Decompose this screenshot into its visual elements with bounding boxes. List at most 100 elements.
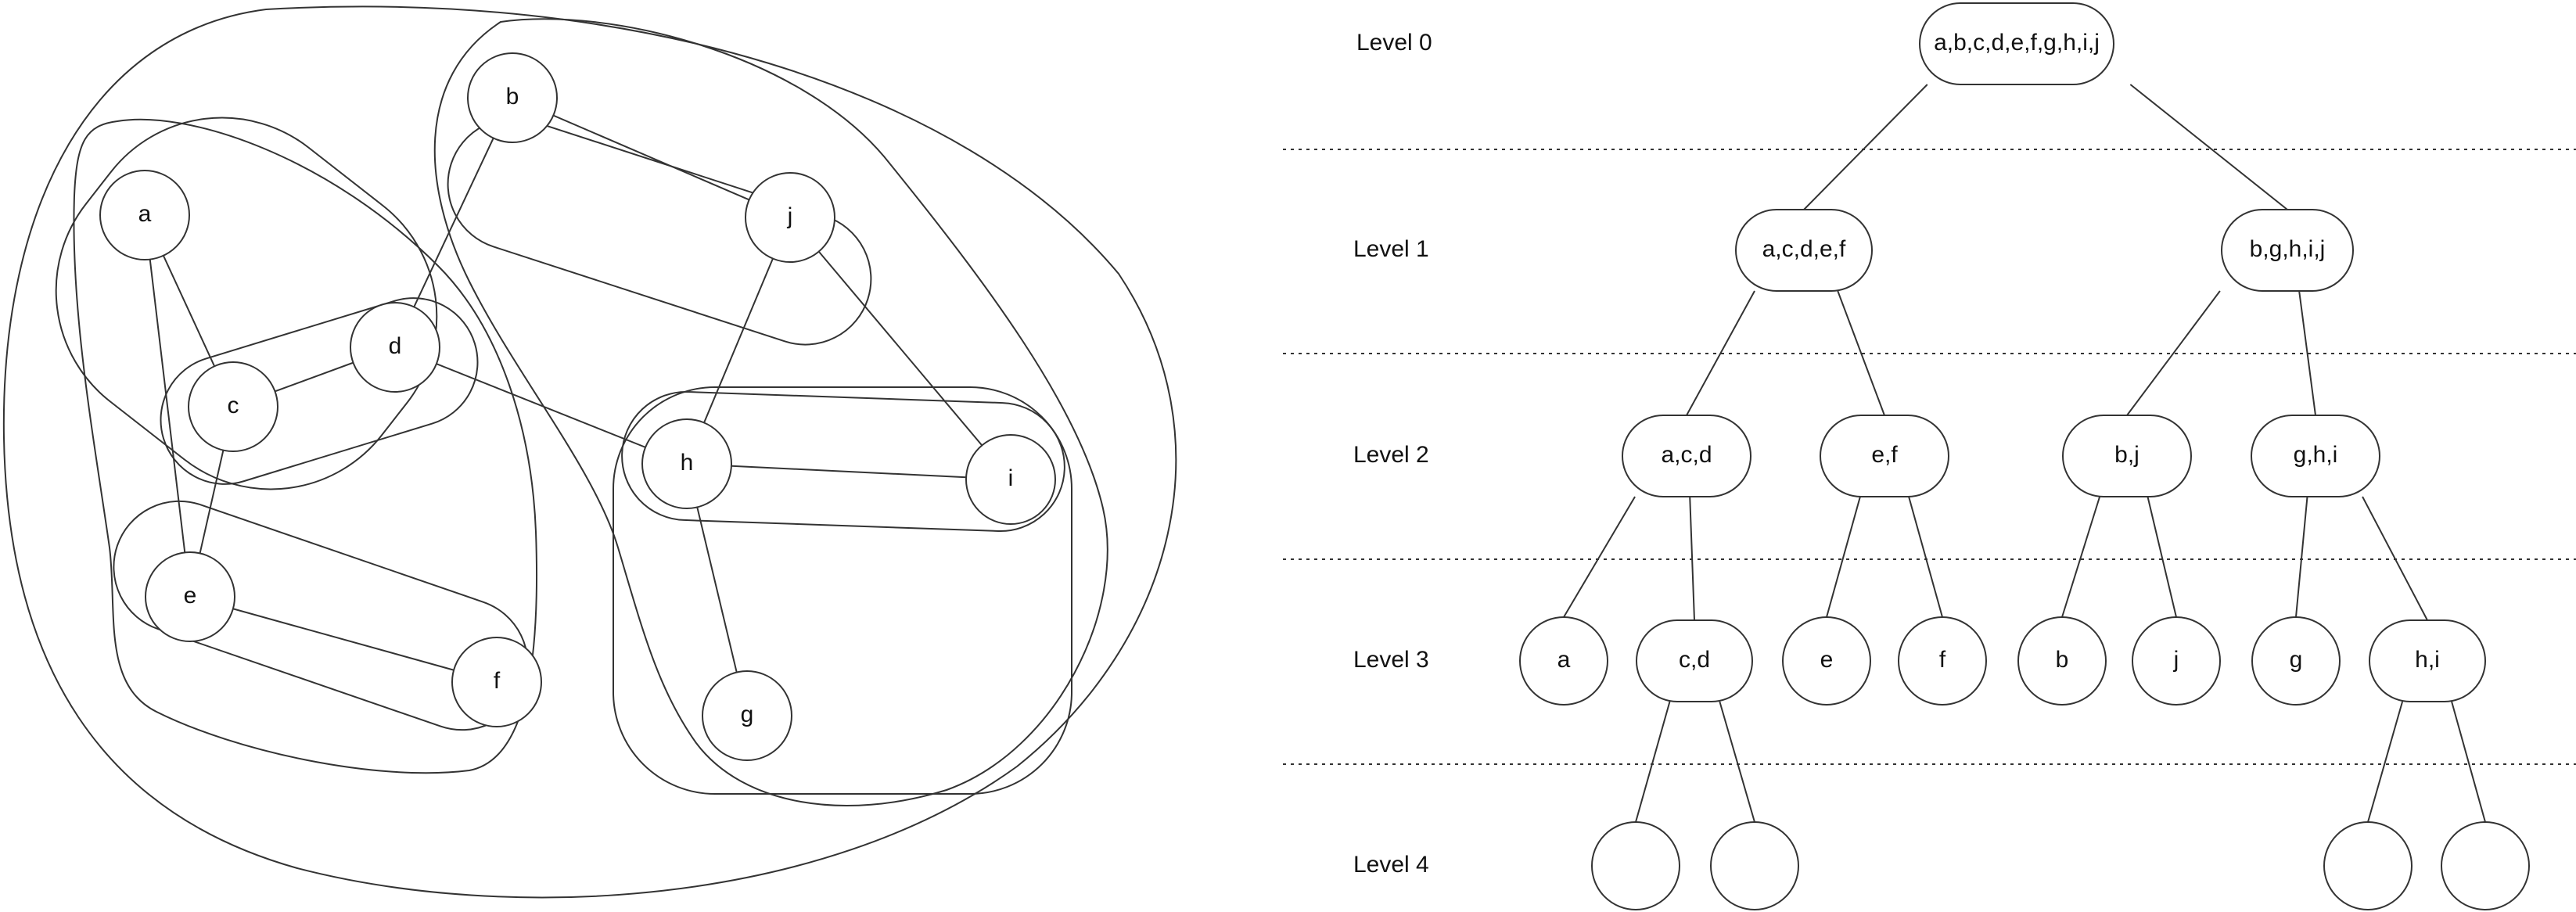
graph-node-d: d <box>350 302 440 393</box>
tree-edge <box>2451 701 2486 823</box>
tree-edge <box>2298 290 2316 416</box>
graph-node-circle <box>188 361 278 452</box>
tree-node-l3a: a <box>1519 616 1608 706</box>
level-label: Level 1 <box>1353 236 1429 262</box>
tree-node-label: f <box>1939 647 1946 673</box>
tree-node-l4d <box>2441 821 2530 910</box>
tree-node-label: e <box>1820 647 1834 673</box>
tree-node-l3c: e <box>1782 616 1871 706</box>
tree-node-label: a,c,d <box>1661 442 1712 468</box>
graph-node-h: h <box>641 418 732 509</box>
tree-node-circle <box>2323 821 2413 910</box>
cluster-outline-acd <box>55 117 438 490</box>
cluster-outline-bghij <box>433 18 1108 806</box>
tree-node-label: j <box>2173 647 2179 673</box>
cluster-outline-bj <box>447 117 872 346</box>
tree-node-l2c: b,j <box>2062 415 2192 497</box>
tree-edge <box>2295 496 2308 618</box>
tree-node-l1b: b,g,h,i,j <box>2221 209 2354 292</box>
tree-edge <box>2147 496 2177 618</box>
tree-node-l4a <box>1591 821 1680 910</box>
tree-node-l1a: a,c,d,e,f <box>1735 209 1873 292</box>
graph-node-circle <box>99 170 190 260</box>
graph-node-circle <box>965 434 1056 525</box>
graph-node-label: d <box>389 333 402 359</box>
graph-edge-e-f <box>189 596 498 683</box>
tree-node-box <box>1919 2 2114 85</box>
tree-node-circle <box>2017 616 2107 706</box>
tree-node-l4b <box>1710 821 1799 910</box>
graph-node-circle <box>350 302 440 393</box>
tree-node-label: b,g,h,i,j <box>2250 236 2326 262</box>
graph-node-circle <box>641 418 732 509</box>
tree-node-l2a: a,c,d <box>1622 415 1751 497</box>
tree-node-l2b: e,f <box>1820 415 1949 497</box>
level-label: Level 2 <box>1353 442 1429 468</box>
tree-node-box <box>1820 415 1949 497</box>
tree-edge <box>1689 496 1695 621</box>
graph-node-label: i <box>1008 465 1014 491</box>
graph-node-circle <box>745 172 835 263</box>
level-labels: Level 0 Level 1 Level 2 Level 3 Level 4 <box>1353 30 1432 878</box>
graph-node-e: e <box>145 551 235 642</box>
tree-node-box <box>2062 415 2192 497</box>
tree-node-label: c,d <box>1679 647 1710 673</box>
tree-node-box <box>2221 209 2354 292</box>
tree-edge <box>2061 496 2101 618</box>
graph-node-label: b <box>506 84 519 110</box>
cluster-outlines <box>2 5 1177 899</box>
tree-edge <box>2126 290 2221 416</box>
tree-node-circle <box>2251 616 2341 706</box>
tree-node-label: a,b,c,d,e,f,g,h,i,j <box>1934 30 2100 56</box>
tree-node-label: b <box>2056 647 2069 673</box>
graph-node-f: f <box>451 637 542 727</box>
tree-node-label: e,f <box>1871 442 1898 468</box>
cluster-outline-abcdefghij <box>2 5 1177 899</box>
tree-node-circle <box>1591 821 1680 910</box>
tree-node-box <box>1636 619 1753 702</box>
graph-node-label: a <box>138 201 152 227</box>
graph-node-circle <box>467 52 558 143</box>
tree-edge <box>1837 290 1885 416</box>
tree-node-l3f: j <box>2132 616 2221 706</box>
tree-edges <box>1563 84 2486 823</box>
level-label: Level 4 <box>1353 852 1429 878</box>
cluster-outline-cd <box>160 297 479 485</box>
graph-edge-h-i <box>686 463 1011 480</box>
graph-node-label: g <box>741 702 754 727</box>
tree-node-label: a,c,d,e,f <box>1762 236 1846 262</box>
cluster-tree-panel: Level 0 Level 1 Level 2 Level 3 Level 4 … <box>1283 2 2576 910</box>
tree-nodes: a,b,c,d,e,f,g,h,i,j a,c,d,e,f b,g,h,i,j a,c… <box>1519 2 2530 910</box>
tree-node-l0: a,b,c,d,e,f,g,h,i,j <box>1919 2 2114 85</box>
tree-node-label: g <box>2290 647 2303 673</box>
graph-nodes: a b c d e f g h i j <box>99 52 1056 761</box>
graph-node-label: e <box>184 583 197 609</box>
tree-edge <box>2367 701 2404 823</box>
graph-node-label: f <box>494 668 501 694</box>
tree-node-label: a <box>1557 647 1571 673</box>
graph-node-c: c <box>188 361 278 452</box>
graph-edge-d-h <box>394 346 688 465</box>
tree-node-circle <box>2441 821 2530 910</box>
graph-node-circle <box>451 637 542 727</box>
cluster-outline-hi <box>621 390 1065 533</box>
tree-node-circle <box>2132 616 2221 706</box>
graph-node-label: c <box>228 393 239 418</box>
tree-edge <box>1826 496 1861 618</box>
graph-node-label: h <box>681 450 694 476</box>
tree-node-circle <box>1782 616 1871 706</box>
tree-node-circle <box>1710 821 1799 910</box>
tree-node-label: g,h,i <box>2294 442 2338 468</box>
graph-node-i: i <box>965 434 1056 525</box>
graph-node-circle <box>145 551 235 642</box>
graph-node-label: j <box>787 203 793 229</box>
graph-node-a: a <box>99 170 190 260</box>
tree-node-circle <box>1898 616 1987 706</box>
graph-node-b: b <box>467 52 558 143</box>
graph-node-circle <box>702 670 792 761</box>
tree-node-l4c <box>2323 821 2413 910</box>
tree-node-box <box>2251 415 2380 497</box>
graph-edge-b-d <box>394 97 513 348</box>
graph-edge-b-j <box>512 97 791 218</box>
